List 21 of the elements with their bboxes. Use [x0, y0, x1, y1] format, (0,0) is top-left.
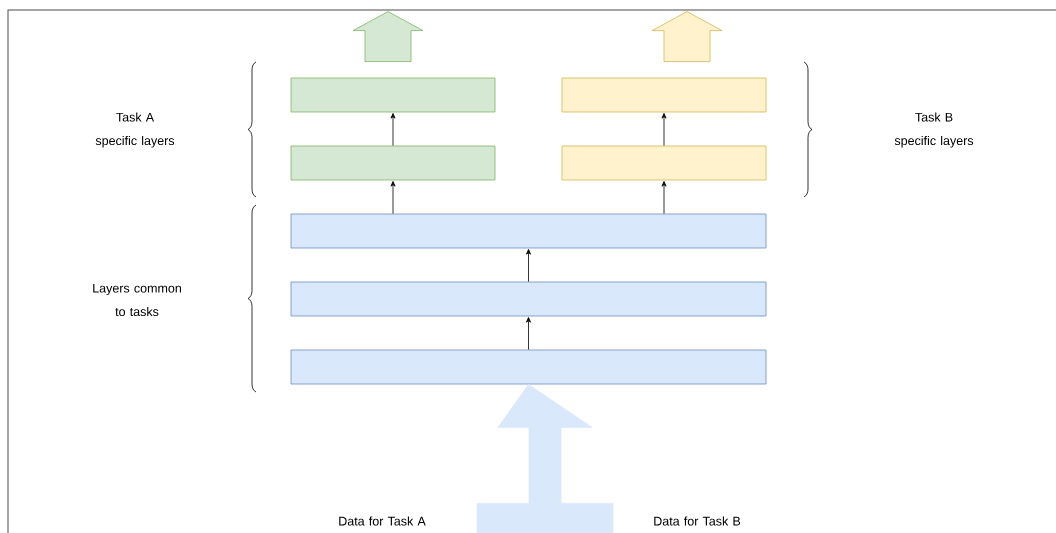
arrow	[526, 249, 531, 282]
layer-box	[290, 213, 767, 249]
layer-box	[290, 281, 767, 317]
layer-box	[290, 349, 767, 385]
arrow	[661, 113, 667, 146]
layer-box	[561, 145, 767, 181]
arrow	[526, 317, 531, 350]
layer-box	[290, 145, 496, 181]
arrow	[390, 113, 396, 146]
text-label: Layers common to tasks	[93, 283, 181, 317]
block-arrow	[651, 11, 723, 62]
text-label: Task B specific layers	[894, 112, 974, 148]
text-label: Data for Task B	[654, 516, 741, 526]
arrow	[390, 181, 396, 214]
block-arrow	[476, 384, 614, 533]
text-label: Data for Task A	[339, 516, 426, 526]
layer-box	[561, 77, 767, 113]
arrow	[661, 181, 667, 214]
text-label: Task A specific layers	[95, 112, 175, 148]
layer-box	[290, 77, 496, 113]
block-arrow	[352, 11, 424, 62]
